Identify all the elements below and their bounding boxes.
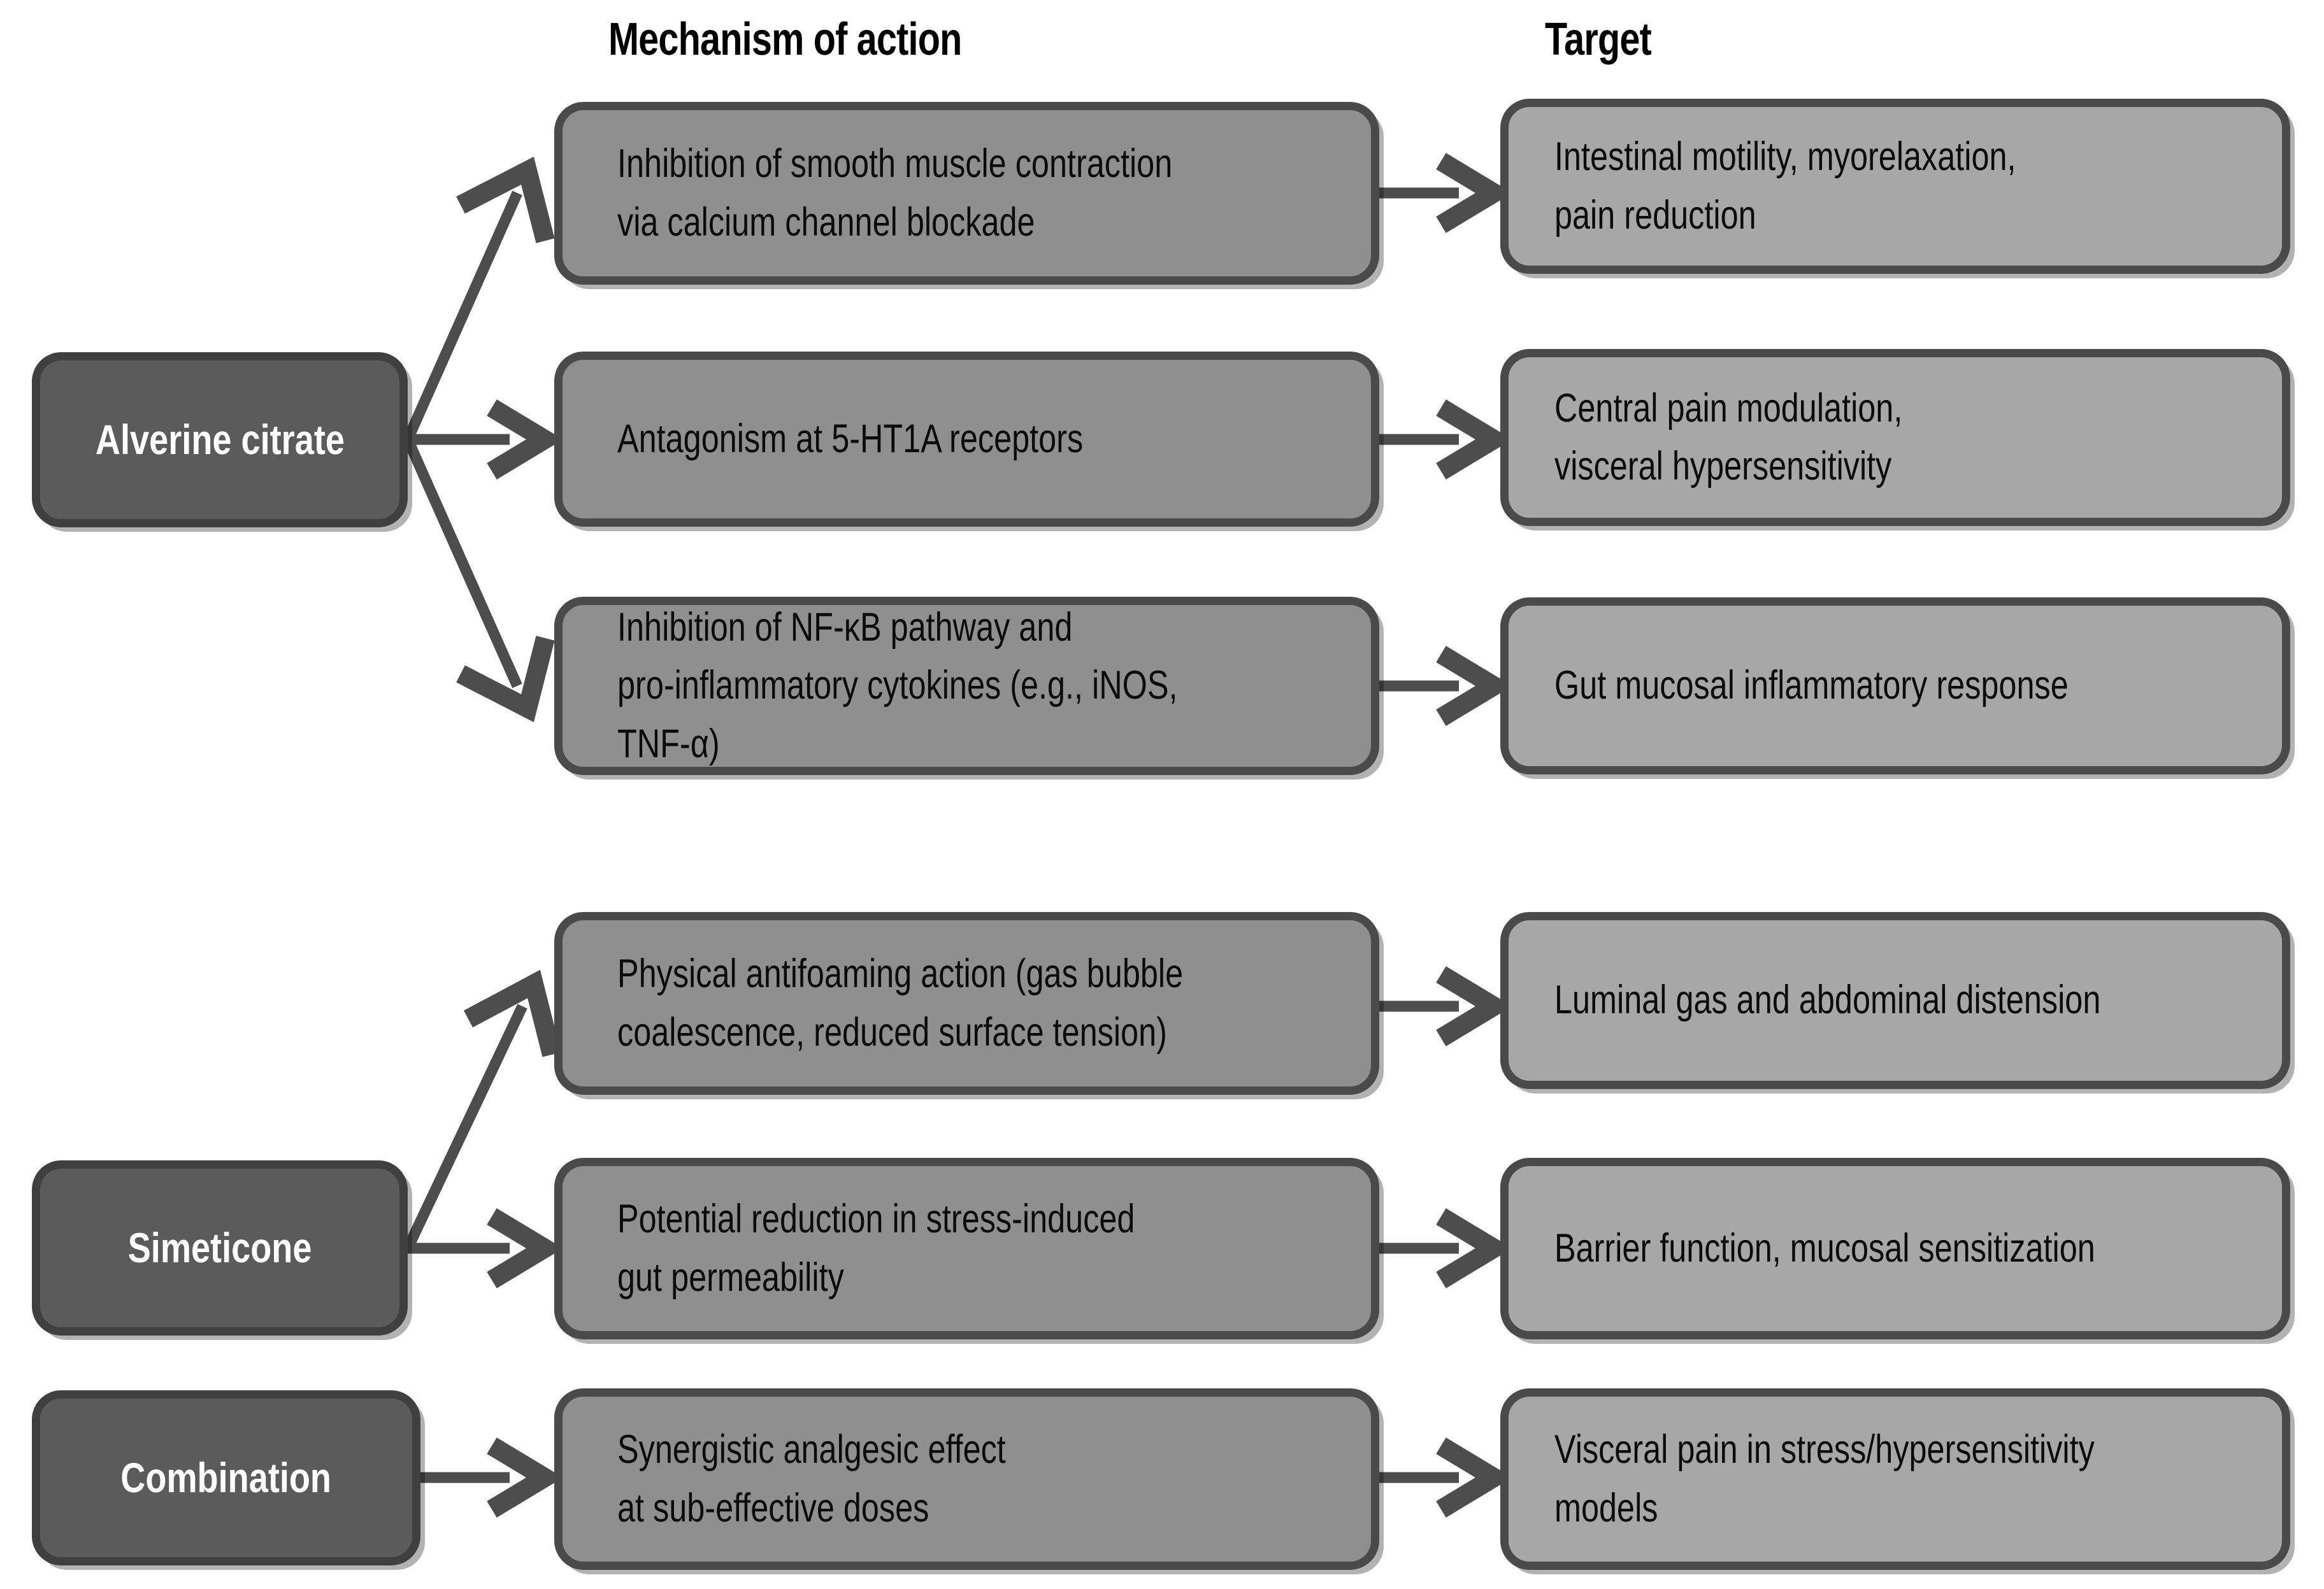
- target-text-3: Gut mucosal inflammatory response: [1554, 663, 2069, 708]
- mechanism-node-3[interactable]: Inhibition of NF-κB pathway and pro-infl…: [554, 597, 1379, 775]
- mechanism-node-2[interactable]: Antagonism at 5-HT1A receptors: [554, 352, 1379, 527]
- arrow-mechanism-to-target-1: [1379, 153, 1513, 233]
- target-text-2: Central pain modulation, visceral hypers…: [1554, 385, 1903, 488]
- mechanism-text-3: Inhibition of NF-κB pathway and pro-infl…: [617, 604, 1178, 766]
- drug-label-simeticone: Simeticone: [127, 1223, 312, 1271]
- arrow-alverine-to-mechanism-1: [403, 157, 555, 442]
- arrow-mechanism-to-target-6: [1379, 1437, 1513, 1518]
- arrow-mechanism-to-target-4: [1379, 966, 1513, 1046]
- arrow-combination-to-mechanism: [420, 1437, 564, 1518]
- target-node-1[interactable]: Intestinal motility, myorelaxation, pain…: [1500, 99, 2290, 274]
- mechanism-text-1: Inhibition of smooth muscle contraction …: [617, 141, 1173, 245]
- mechanism-node-4[interactable]: Physical antifoaming action (gas bubble …: [554, 912, 1379, 1095]
- arrow-simeticone-to-mechanism-2: [408, 1208, 564, 1288]
- target-node-2[interactable]: Central pain modulation, visceral hypers…: [1500, 349, 2290, 526]
- target-text-1: Intestinal motility, myorelaxation, pain…: [1554, 134, 2016, 238]
- mechanism-text-6: Synergistic analgesic effect at sub-effe…: [617, 1427, 1006, 1530]
- arrow-simeticone-to-mechanism-1: [403, 969, 561, 1251]
- drug-label-combination: Combination: [120, 1453, 332, 1501]
- target-text-5: Barrier function, mucosal sensitization: [1554, 1225, 2095, 1271]
- arrow-mechanism-to-target-3: [1379, 646, 1513, 726]
- column-header-target: Target: [1545, 14, 1652, 65]
- target-node-3[interactable]: Gut mucosal inflammatory response: [1500, 597, 2290, 774]
- mechanism-node-1[interactable]: Inhibition of smooth muscle contraction …: [554, 102, 1379, 285]
- arrow-alverine-to-mechanism-2: [408, 399, 564, 480]
- target-node-6[interactable]: Visceral pain in stress/hypersensitivity…: [1500, 1388, 2290, 1570]
- mechanism-node-5[interactable]: Potential reduction in stress-induced gu…: [554, 1158, 1379, 1339]
- drug-node-combination[interactable]: Combination: [32, 1390, 420, 1565]
- target-node-4[interactable]: Luminal gas and abdominal distension: [1500, 912, 2290, 1089]
- arrow-alverine-to-mechanism-3: [403, 437, 555, 722]
- target-node-5[interactable]: Barrier function, mucosal sensitization: [1500, 1158, 2290, 1339]
- drug-label-alverine-citrate: Alverine citrate: [95, 415, 345, 463]
- arrow-mechanism-to-target-5: [1379, 1208, 1513, 1288]
- mechanism-text-2: Antagonism at 5-HT1A receptors: [617, 416, 1084, 461]
- target-text-6: Visceral pain in stress/hypersensitivity…: [1554, 1427, 2095, 1530]
- mechanism-node-6[interactable]: Synergistic analgesic effect at sub-effe…: [554, 1388, 1379, 1570]
- target-text-4: Luminal gas and abdominal distension: [1554, 978, 2101, 1023]
- arrow-mechanism-to-target-2: [1379, 399, 1513, 480]
- drug-node-simeticone[interactable]: Simeticone: [32, 1160, 408, 1336]
- column-header-mechanism-of-action: Mechanism of action: [608, 14, 962, 65]
- drug-node-alverine-citrate[interactable]: Alverine citrate: [32, 352, 408, 527]
- mechanism-text-4: Physical antifoaming action (gas bubble …: [617, 951, 1184, 1055]
- mechanism-text-5: Potential reduction in stress-induced gu…: [617, 1197, 1135, 1300]
